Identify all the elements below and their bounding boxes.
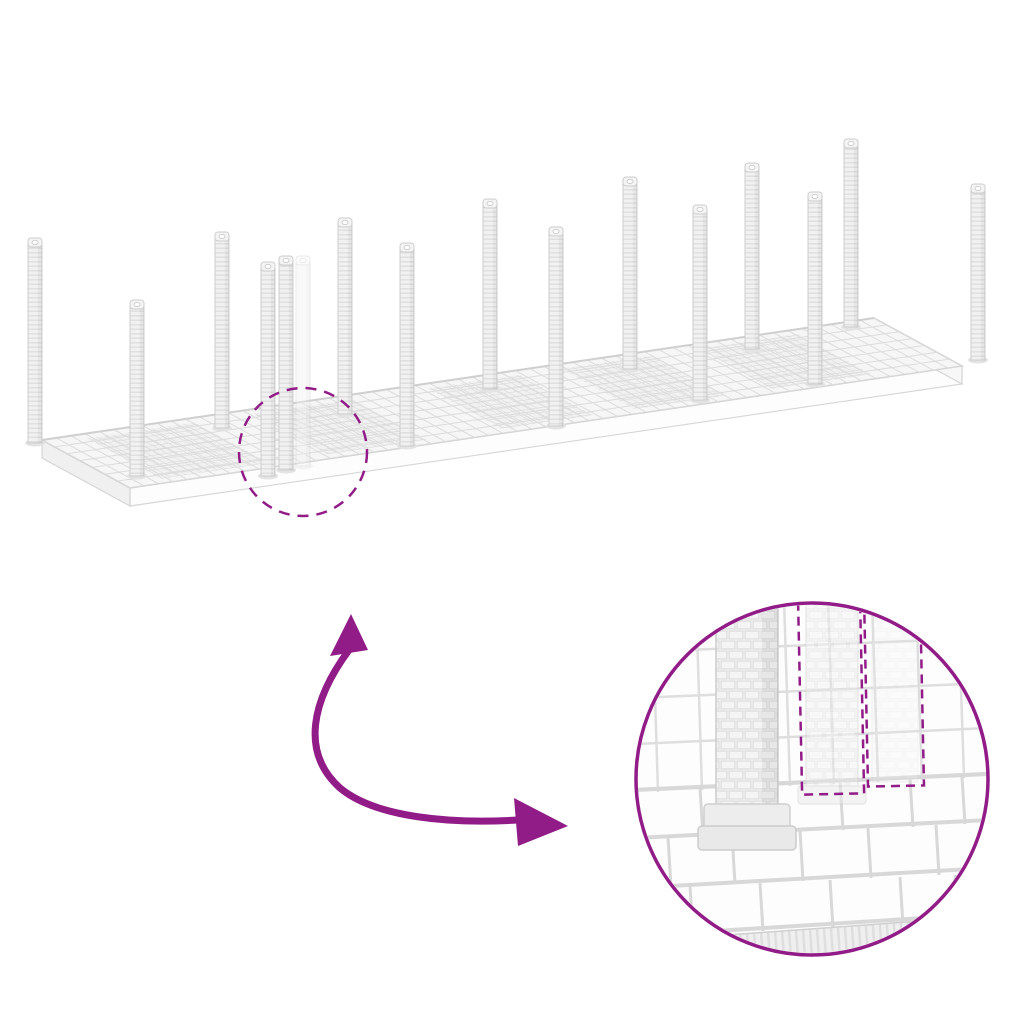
rack-pin — [546, 226, 566, 430]
highlight-circle — [237, 386, 369, 518]
rack-pin — [841, 138, 861, 331]
rack-pin — [276, 255, 296, 474]
rack-pin — [127, 299, 147, 480]
rack-pin — [335, 217, 355, 418]
rack-pin — [212, 231, 232, 432]
rack-tray — [39, 316, 965, 508]
zoom-pin-ghost-1 — [797, 605, 867, 805]
pin-slot-outline-1 — [796, 605, 866, 796]
rack-pin-ghost — [293, 255, 313, 470]
rack-pin — [805, 191, 825, 388]
rack-pins — [25, 138, 988, 480]
rack-pin — [742, 162, 762, 353]
arrowhead-up-icon — [330, 614, 368, 656]
rack-pin — [968, 183, 988, 364]
arrowhead-right-icon — [514, 798, 568, 846]
tray-mesh-patch — [698, 334, 872, 389]
zoom-tray-clip-detail — [643, 645, 658, 655]
rack-pin — [258, 261, 278, 480]
tray-back-rim — [41, 317, 875, 441]
zoom-pin-ghost-2 — [871, 605, 919, 783]
rack-pin — [690, 204, 710, 404]
zoom-pin-solid — [697, 605, 797, 851]
zoom-arrow-curve — [311, 646, 522, 825]
pin-slot-outline-2 — [862, 605, 926, 788]
rack-pin — [620, 176, 640, 373]
rack-pin — [25, 237, 45, 447]
rack-pin — [397, 242, 417, 450]
tray-mesh-patch — [252, 399, 427, 455]
zoom-inset — [634, 601, 990, 957]
zoom-ring — [634, 601, 990, 957]
rack-pin — [480, 198, 500, 393]
zoom-arrow — [311, 614, 568, 846]
